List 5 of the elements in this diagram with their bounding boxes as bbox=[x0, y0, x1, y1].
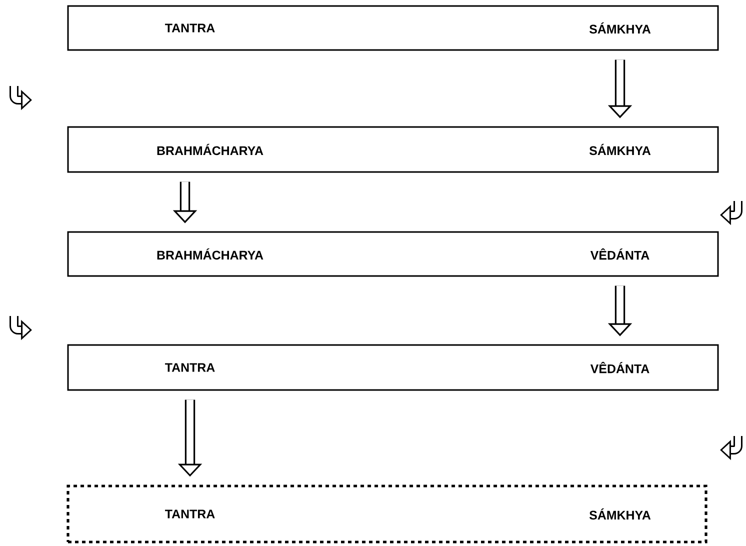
text-box: BRAHMÁCHARYA VÊDÁNTA bbox=[67, 231, 719, 277]
text-box: TANTRA VÊDÁNTA bbox=[67, 344, 719, 391]
text-box: TANTRA SÁMKHYA bbox=[67, 5, 719, 51]
text-box: TANTRA SÁMKHYA bbox=[66, 484, 708, 544]
text-box: BRAHMÁCHARYA SÁMKHYA bbox=[67, 126, 719, 173]
